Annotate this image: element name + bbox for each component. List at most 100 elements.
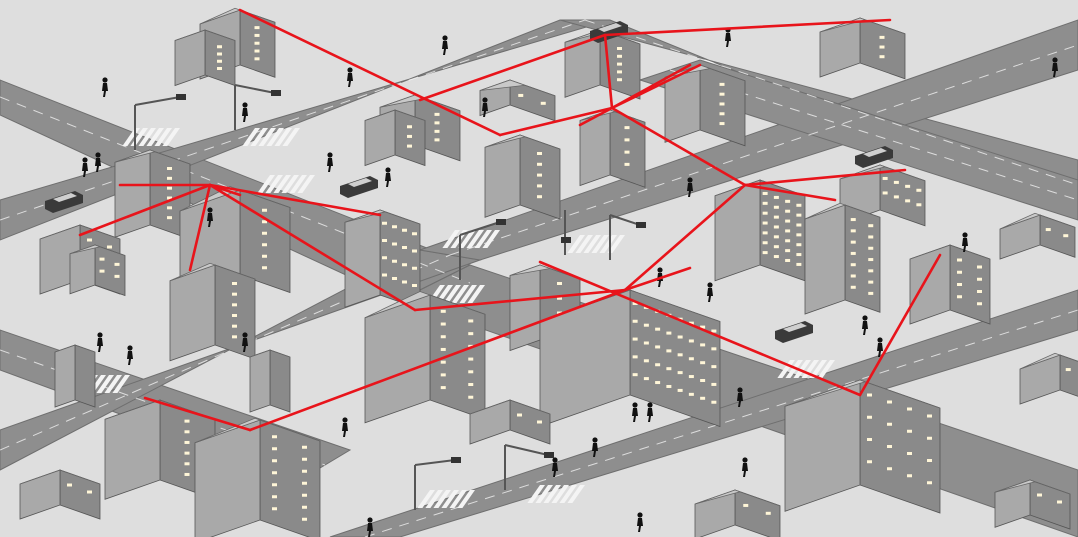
building-window [540, 101, 546, 105]
network-link [743, 168, 907, 187]
building-window [468, 370, 474, 374]
pedestrian [737, 387, 743, 407]
building-window [666, 384, 672, 388]
building-window [557, 311, 562, 315]
building-window [907, 429, 912, 433]
building [114, 149, 191, 240]
building-window [927, 459, 932, 462]
building-window [762, 251, 768, 255]
building-window [977, 265, 982, 269]
building-window [382, 221, 387, 225]
pedestrian-body [1052, 63, 1058, 77]
building-roof [714, 179, 806, 197]
pedestrian-body [632, 408, 638, 422]
pedestrian-head [347, 67, 353, 73]
building [194, 417, 321, 537]
lamp-head [561, 237, 571, 243]
building-window [850, 218, 856, 222]
pedestrian [637, 512, 643, 532]
building [364, 109, 426, 167]
pedestrian-body [725, 33, 731, 47]
building-window [907, 452, 912, 455]
crosswalk-stripe [425, 490, 443, 508]
building-window [850, 263, 856, 267]
network-link [603, 33, 614, 110]
building-window [302, 445, 307, 449]
crosswalk-stripe [96, 375, 114, 393]
building-window [302, 505, 307, 509]
building-window [785, 249, 791, 253]
building-window [272, 471, 277, 475]
building-window [87, 238, 92, 242]
crosswalk [122, 128, 180, 146]
building [484, 134, 561, 220]
pedestrian [127, 345, 133, 365]
building-window [167, 206, 172, 210]
building-window [537, 173, 542, 177]
building-window [907, 474, 912, 478]
building-window [850, 229, 856, 233]
pedestrian [242, 332, 248, 352]
crosswalk-stripe [777, 360, 795, 378]
building-window [468, 357, 474, 361]
building-window [796, 233, 802, 237]
building-roof [249, 349, 291, 358]
building-window [114, 262, 120, 266]
building-window [688, 339, 694, 343]
building-window [785, 209, 791, 213]
network-link [248, 288, 627, 432]
building-window [785, 229, 791, 233]
building-window [232, 303, 237, 307]
building-window [617, 70, 622, 74]
building-window [677, 335, 683, 339]
building-window [643, 341, 649, 345]
building-window [957, 295, 962, 299]
building-window [850, 285, 856, 289]
pedestrian-body [552, 463, 558, 477]
building-window [440, 386, 446, 390]
crosswalk-stripe [138, 128, 156, 146]
building-window [302, 493, 307, 497]
crosswalk-stripe [543, 485, 561, 503]
building-window [887, 422, 892, 426]
building-window [107, 245, 112, 249]
crosswalk-stripe [567, 235, 585, 253]
pedestrian-body [482, 103, 488, 117]
lamp-arm [134, 96, 181, 106]
pedestrian [207, 207, 213, 227]
building [784, 379, 941, 514]
pedestrian-body [367, 523, 373, 537]
crosswalk-stripe [154, 128, 172, 146]
building-face-side [54, 344, 76, 408]
building-window [762, 201, 768, 205]
pedestrian-head [637, 512, 643, 518]
street-lamp [561, 210, 571, 255]
building-window [167, 216, 172, 220]
network-link [610, 106, 747, 187]
crosswalks [72, 128, 835, 508]
crosswalk [427, 285, 485, 303]
pedestrian-head [82, 157, 88, 163]
pedestrian-body [82, 163, 88, 177]
building-window [762, 231, 768, 235]
building-window [868, 280, 874, 284]
building-window [688, 375, 694, 379]
building-window [184, 462, 190, 466]
crosswalk-stripe [146, 128, 164, 146]
building-window [557, 282, 562, 285]
building-window [957, 283, 962, 286]
pedestrian [862, 315, 868, 335]
building-window [916, 188, 922, 192]
building-window [643, 323, 649, 327]
building-face-front [214, 264, 256, 360]
building-window [232, 282, 237, 285]
pedestrian-body [347, 73, 353, 87]
vehicle [855, 146, 893, 168]
lamp-arm [459, 221, 501, 236]
building-window [688, 392, 694, 396]
building-window [762, 221, 768, 225]
building-window [765, 511, 771, 515]
pedestrian-head [367, 517, 373, 523]
building-face-side [114, 149, 151, 238]
building-window [382, 239, 387, 242]
